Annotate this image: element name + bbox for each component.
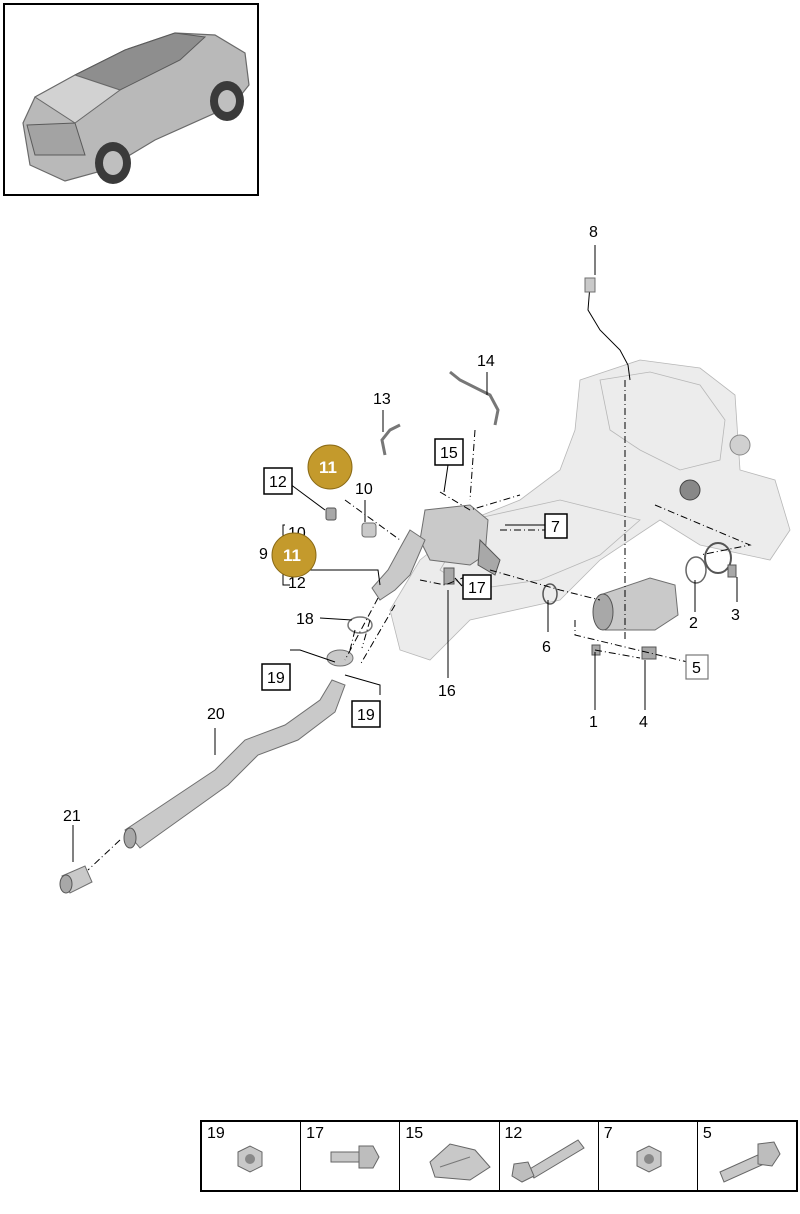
clamp-21 — [59, 865, 93, 894]
clamp-6 — [542, 583, 558, 605]
legend-number: 17 — [306, 1125, 324, 1142]
nut-icon — [636, 1145, 662, 1173]
callout-10[interactable]: 10 — [355, 481, 373, 498]
svg-text:19: 19 — [267, 670, 285, 687]
long-bolt-icon — [510, 1139, 585, 1183]
gasket-2 — [685, 556, 707, 584]
assembly-lines — [87, 380, 752, 871]
front-pipe — [371, 529, 426, 601]
svg-text:19: 19 — [357, 707, 375, 724]
legend-cell-19[interactable]: 19 — [202, 1122, 302, 1190]
svg-text:5: 5 — [692, 660, 701, 677]
legend-number: 7 — [603, 1125, 613, 1142]
boxed-callout-17[interactable]: 17 — [462, 574, 492, 600]
bolt-icon — [719, 1141, 781, 1183]
catalytic-converter — [592, 577, 679, 631]
callout-13[interactable]: 13 — [373, 391, 391, 408]
boxed-callout-7[interactable]: 7 — [544, 513, 568, 539]
legend-cell-12[interactable]: 12 — [500, 1122, 599, 1190]
pipe-14 — [449, 370, 500, 426]
rear-pipe-20 — [123, 679, 346, 849]
boxed-callout-12[interactable]: 12 — [263, 467, 293, 495]
legend-number: 5 — [702, 1125, 712, 1142]
bracket-16 — [443, 567, 455, 585]
boxed-callout-15[interactable]: 15 — [434, 438, 464, 466]
legend-number: 15 — [405, 1125, 424, 1142]
nut-icon — [237, 1145, 263, 1173]
clamp-3 — [704, 542, 737, 578]
boxed-callout-19-left[interactable]: 19 — [261, 663, 291, 691]
legend-cell-15[interactable]: 15 — [400, 1122, 500, 1190]
gasket-18 — [347, 616, 373, 634]
callout-16[interactable]: 16 — [438, 683, 456, 700]
svg-text:12: 12 — [269, 474, 287, 491]
svg-text:7: 7 — [551, 519, 560, 536]
pipe-13 — [380, 423, 401, 456]
callout-20[interactable]: 20 — [207, 706, 225, 723]
highlight-callout-11-bottom[interactable]: 11 — [271, 532, 317, 578]
sensor-cable-8 — [584, 277, 631, 381]
highlight-callout-11-top[interactable]: 11 — [307, 444, 353, 490]
legend-cell-17[interactable]: 17 — [301, 1122, 401, 1190]
svg-text:11: 11 — [319, 458, 337, 477]
callout-9[interactable]: 9 — [259, 546, 268, 563]
svg-text:15: 15 — [440, 445, 458, 462]
callout-12-group[interactable]: 12 — [288, 575, 306, 592]
bolt-icon — [330, 1145, 380, 1169]
callout-21[interactable]: 21 — [63, 808, 81, 825]
callout-6[interactable]: 6 — [542, 639, 551, 656]
legend-cell-5[interactable]: 5 — [698, 1122, 796, 1190]
bushing-10 — [325, 507, 377, 538]
clip-icon — [429, 1143, 492, 1181]
vehicle-thumbnail — [3, 3, 259, 196]
callout-1[interactable]: 1 — [589, 714, 598, 731]
leader-lines — [72, 245, 738, 862]
callout-3[interactable]: 3 — [731, 607, 740, 624]
fastener-legend: 19 17 15 12 — [200, 1120, 798, 1192]
callout-4[interactable]: 4 — [639, 714, 648, 731]
legend-cell-7[interactable]: 7 — [599, 1122, 698, 1190]
svg-text:11: 11 — [283, 546, 301, 565]
boxed-callout-5[interactable]: 5 — [685, 654, 709, 680]
callout-18[interactable]: 18 — [296, 611, 314, 628]
callout-14[interactable]: 14 — [477, 353, 495, 370]
callout-8[interactable]: 8 — [589, 224, 598, 241]
svg-text:17: 17 — [468, 580, 486, 597]
legend-number: 12 — [504, 1125, 523, 1142]
legend-number: 19 — [207, 1125, 225, 1142]
car-silhouette-icon — [22, 32, 250, 184]
boxed-callout-19-right[interactable]: 19 — [351, 700, 381, 728]
callout-2[interactable]: 2 — [689, 615, 698, 632]
